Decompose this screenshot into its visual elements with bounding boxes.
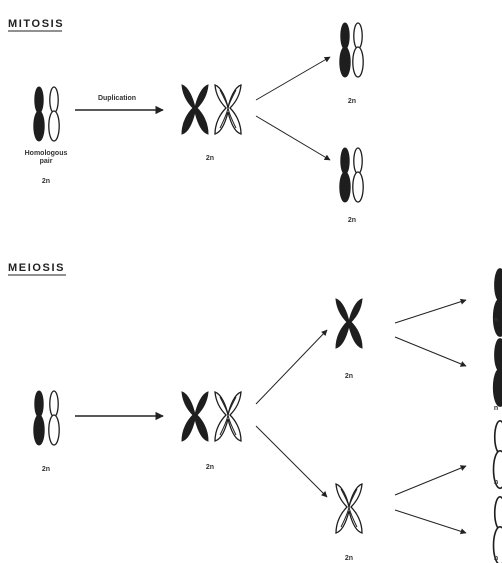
homologous-label-line2: pair <box>40 158 53 165</box>
meiosis-arrow-gamete-2 <box>394 336 467 367</box>
mitosis-homologous-pair <box>33 86 60 142</box>
meiosis-heading: MEIOSIS <box>8 262 65 274</box>
homologous-label-line1: Homologous <box>25 150 68 157</box>
mitosis-parent-ploidy: 2n <box>42 178 50 185</box>
mitosis-duplicated-ploidy: 2n <box>206 155 214 162</box>
mitosis-daughter-top <box>339 22 364 78</box>
meiosis-duplicated-pair <box>181 391 242 442</box>
meiosis-arrow-gamete-1 <box>394 298 467 324</box>
mitosis-daughter-bottom <box>339 147 364 203</box>
mitosis-daughter-top-ploidy: 2n <box>348 98 356 105</box>
meiosis-section: MEIOSIS 2n 2n 2n 2n n <box>8 262 502 563</box>
light-chromosome <box>492 495 502 563</box>
meiosis-gamete-2 <box>492 338 502 407</box>
meiosis-division-top-ploidy: 2n <box>345 373 353 380</box>
meiosis-parent-ploidy: 2n <box>42 466 50 473</box>
meiosis-gamete-4 <box>492 495 502 563</box>
dark-chromosome <box>33 390 45 446</box>
light-chromosome <box>352 22 364 78</box>
meiosis-duplicated-ploidy: 2n <box>206 464 214 471</box>
dark-duplicated-chromosome <box>181 391 209 442</box>
mitosis-heading: MITOSIS <box>8 18 64 30</box>
mitosis-arrow-top <box>255 56 331 101</box>
light-duplicated-chromosome <box>214 391 242 442</box>
duplication-label: Duplication <box>98 95 136 102</box>
meiosis-division-bottom-chromosome <box>335 483 363 534</box>
meiosis-arrow-bottom <box>255 425 328 498</box>
meiosis-division-top-chromosome <box>335 298 363 349</box>
dark-chromosome <box>492 268 502 337</box>
light-chromosome <box>352 147 364 203</box>
dark-chromosome <box>33 86 45 142</box>
dark-duplicated-chromosome <box>181 84 209 135</box>
dark-chromosome <box>339 22 351 78</box>
meiosis-gamete-1-ploidy: n <box>494 317 498 324</box>
dark-chromosome <box>492 338 502 407</box>
mitosis-arrow-bottom <box>255 115 331 161</box>
meiosis-gamete-4-ploidy: n <box>494 555 498 562</box>
meiosis-arrow-gamete-3 <box>394 465 467 496</box>
mitosis-duplicated-pair <box>181 84 242 135</box>
mitosis-section: MITOSIS Homologous pair 2n Duplication 2… <box>8 18 364 224</box>
mitosis-daughter-bottom-ploidy: 2n <box>348 217 356 224</box>
light-duplicated-chromosome <box>214 84 242 135</box>
meiosis-homologous-pair <box>33 390 60 446</box>
light-chromosome <box>48 86 60 142</box>
meiosis-gamete-1 <box>492 268 502 337</box>
meiosis-arrow-gamete-4 <box>394 509 467 535</box>
meiosis-division-bottom-ploidy: 2n <box>345 555 353 562</box>
meiosis-gamete-2-ploidy: n <box>494 405 498 412</box>
light-chromosome <box>48 390 60 446</box>
meiosis-arrow-top <box>255 329 328 405</box>
meiosis-gamete-3-ploidy: n <box>494 479 498 486</box>
dark-chromosome <box>339 147 351 203</box>
